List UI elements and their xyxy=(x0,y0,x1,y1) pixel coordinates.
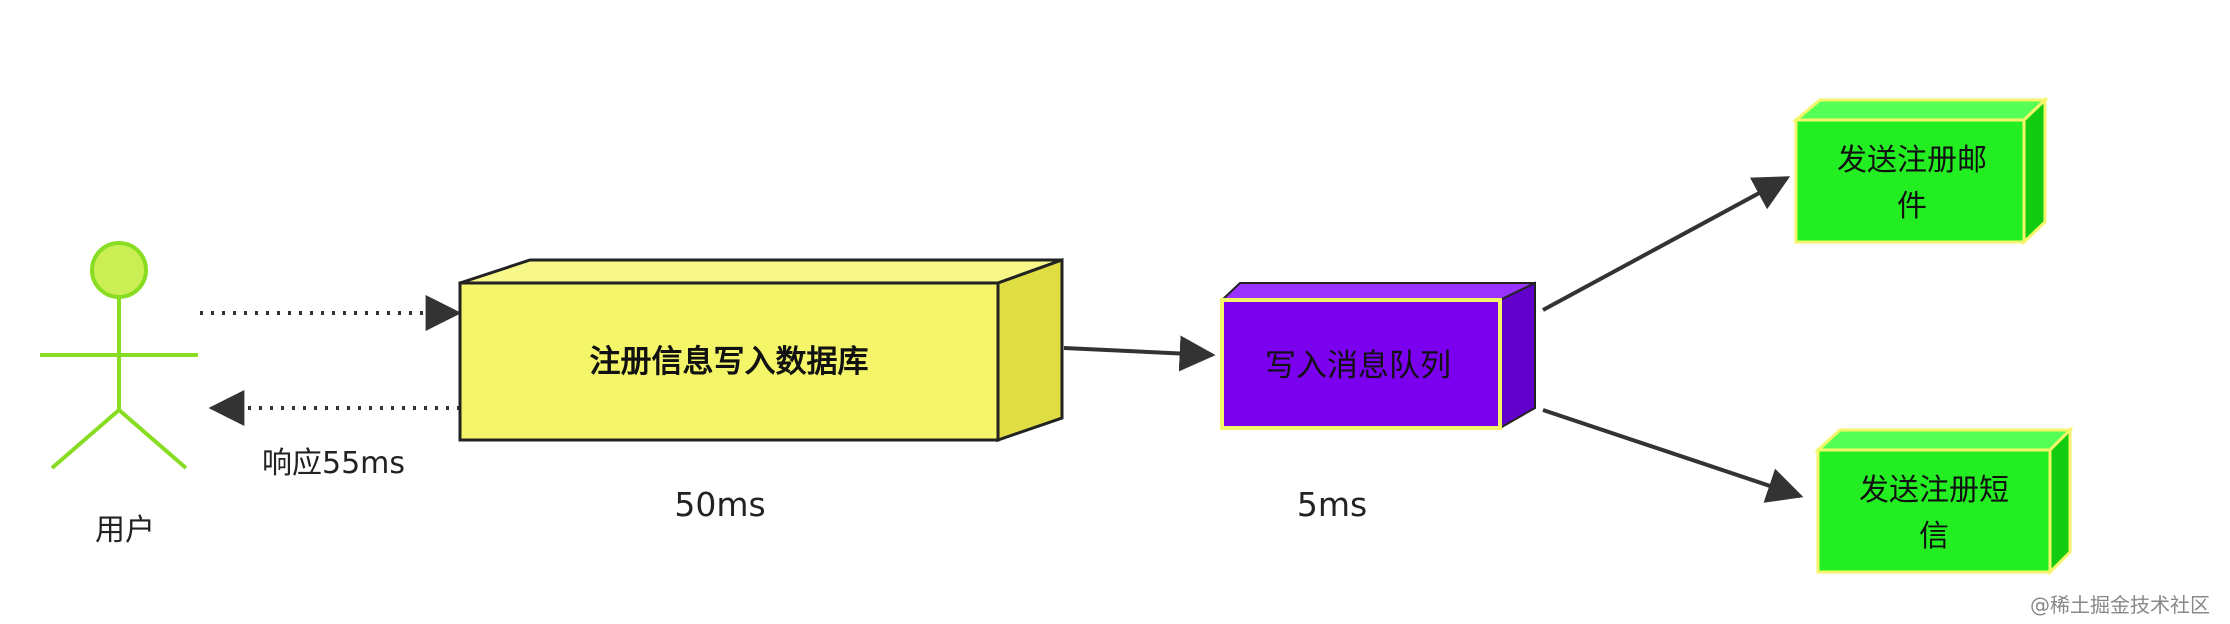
mq-box-front xyxy=(1220,298,1502,430)
actor-right-leg xyxy=(117,408,188,470)
email-box xyxy=(1791,96,2049,246)
email-box-label-line2: 件 xyxy=(1897,189,1927,224)
mq-to-sms-arrow xyxy=(1542,408,1804,503)
actor-head xyxy=(90,241,148,299)
sms-box-label-line2: 信 xyxy=(1919,519,1949,554)
sms-box-front xyxy=(1816,448,2052,574)
response-time-label: 响应55ms xyxy=(262,446,405,481)
email-box-front xyxy=(1794,118,2026,244)
db-box-label: 注册信息写入数据库 xyxy=(590,344,869,380)
actor-left-leg xyxy=(50,408,121,470)
mq-time-label: 5ms xyxy=(1297,485,1367,524)
sms-box-top xyxy=(1814,428,2074,452)
db-write-box xyxy=(458,257,1064,443)
mq-box-side xyxy=(1499,281,1536,430)
db-box-top xyxy=(459,258,1063,285)
email-box-side xyxy=(2022,96,2047,246)
email-box-label-line1: 发送注册邮 xyxy=(1837,143,1987,178)
sms-box-label-line1: 发送注册短 xyxy=(1859,473,2009,508)
db-box-front xyxy=(458,281,1000,442)
sms-box xyxy=(1814,426,2074,576)
db-to-mq-arrow xyxy=(1063,335,1216,372)
actor-label: 用户 xyxy=(95,513,155,548)
user-actor xyxy=(40,241,198,470)
watermark: @稀土掘金技术社区 xyxy=(2030,593,2210,617)
mq-to-email-arrow xyxy=(1542,176,1791,312)
mq-write-box xyxy=(1219,281,1536,430)
sms-box-side xyxy=(2048,426,2072,576)
mq-box-top xyxy=(1219,282,1536,301)
db-time-label: 50ms xyxy=(674,485,765,524)
db-box-side xyxy=(996,257,1064,443)
mq-box-label: 写入消息队列 xyxy=(1265,348,1451,384)
email-box-top xyxy=(1791,98,2049,122)
